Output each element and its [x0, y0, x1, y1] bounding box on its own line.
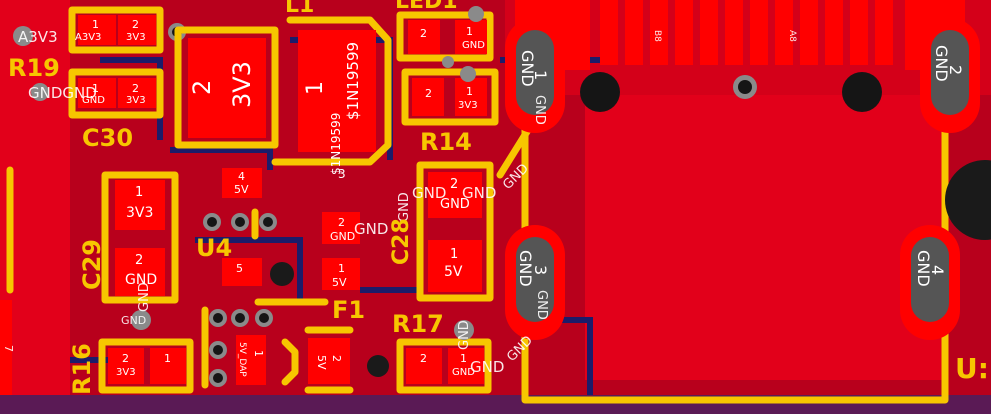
- u4-pin2: 2: [338, 216, 345, 229]
- r17-pin1-net: GND: [452, 367, 475, 378]
- connector-b8: B8: [652, 30, 662, 42]
- r16-pin2: 2: [122, 352, 129, 365]
- u4-pin1-net: 5V: [332, 276, 347, 289]
- usb-pad-2-label: 2: [946, 65, 965, 75]
- c30-label: C30: [82, 124, 133, 152]
- led-pin1: 1: [466, 25, 473, 38]
- l1-pin2: 2: [188, 80, 216, 95]
- led-label: LED1: [395, 0, 458, 14]
- usb-pad-gnd-b: GND: [534, 290, 549, 320]
- c29-group: 1 3V3 2 GND C29 GND GND: [78, 171, 179, 330]
- u4-pin4: 4: [238, 170, 245, 183]
- r19-pin2: 2: [132, 18, 139, 31]
- c30-pin1-net: GND: [82, 95, 105, 106]
- led-pin2: 2: [420, 27, 427, 40]
- f1-label: F1: [332, 296, 365, 324]
- c28-pin1-net: 5V: [444, 264, 463, 280]
- u4-gnd-text: GND: [354, 220, 388, 238]
- r19-pin1-net: A3V3: [75, 32, 101, 43]
- usb-shield-pads: [505, 18, 980, 340]
- usb-pad-4-net: GND: [914, 250, 933, 287]
- f1-pin2-net: 5V: [315, 355, 328, 370]
- c28-pin2: 2: [450, 177, 458, 192]
- c28-group: 2 GND 1 5V GND GND GND C28: [389, 161, 496, 302]
- usb-pad-1-net: GND: [518, 50, 537, 87]
- f1-pin1-net: 5V_DAP: [237, 342, 247, 377]
- led-r14-group: 2 1 GND LED1 2 1 3V3 R14: [395, 0, 499, 156]
- c28-gnd-b: GND: [462, 184, 496, 202]
- c28-pin1: 1: [450, 247, 458, 262]
- u4-group: 4 5V 2 GND GND 5 1 5V U4: [196, 168, 388, 290]
- u4-label: U4: [196, 234, 232, 262]
- f1-pin1: 1: [252, 350, 265, 357]
- r19-label: R19: [8, 54, 60, 82]
- usb-pad-2-net: GND: [932, 45, 951, 82]
- c28-gnd-c: GND: [397, 192, 412, 222]
- c29-label: C29: [78, 239, 106, 290]
- c28-label: C28: [389, 218, 414, 265]
- usb-pad-4-label: 4: [928, 265, 947, 275]
- u-right-label: U:: [955, 352, 989, 385]
- l1-pin1-net: $1N19599: [344, 42, 362, 120]
- r16-group: 2 3V3 1 R16: [68, 338, 194, 395]
- via-gndgnd: GNDGND: [28, 84, 97, 102]
- r16-pin2-net: 3V3: [116, 367, 136, 378]
- c28-gnd-a: GND: [412, 184, 446, 202]
- r16-label: R16: [68, 343, 96, 395]
- f1-group: F1 1 5V_DAP 2 5V: [201, 296, 389, 394]
- u4-pin1: 1: [338, 262, 345, 275]
- f1-pin2: 2: [330, 355, 343, 362]
- c30-pin1: 1: [92, 82, 99, 95]
- u4-pin2-net: GND: [330, 230, 355, 243]
- l1-pin2-net: 3V3: [228, 61, 256, 108]
- diode-net-2: $1N19599: [329, 113, 343, 175]
- l1-group: 2 3V3 1 $1N19599 $1N19599 3 L1: [174, 0, 392, 181]
- r17-label: R17: [392, 310, 444, 338]
- usb-pad-3-label: 3: [531, 265, 550, 275]
- r14-pin1-net: 3V3: [458, 100, 478, 111]
- r17-gnd-vertical: GND: [457, 320, 472, 350]
- r17-pin2: 2: [420, 352, 427, 365]
- r17-group: 2 1 GND R17 GND GND: [392, 310, 504, 394]
- left-edge-7: 7: [2, 345, 15, 352]
- via-a3v3: A3V3: [18, 28, 58, 46]
- diode-pin3: 3: [338, 167, 346, 181]
- via-gnd-c29: GND: [121, 314, 146, 327]
- r17-gnd-text: GND: [470, 358, 504, 376]
- connector-a8: A8: [787, 30, 797, 42]
- r19-pin2-net: 3V3: [126, 32, 146, 43]
- c30-pin2: 2: [132, 82, 139, 95]
- via-gnd-c29-b: GND: [137, 282, 152, 312]
- left-edge: 7: [0, 166, 15, 395]
- r19-pin1: 1: [92, 18, 99, 31]
- c29-pin2: 2: [135, 253, 143, 268]
- connector-holes: [580, 72, 991, 240]
- u4-pin5: 5: [236, 262, 243, 275]
- r19-c30-group: 1 A3V3 2 3V3 1 GND 2 3V3 A3V3 GNDGND R19…: [8, 6, 186, 152]
- usb-connector-fingers: [515, 0, 965, 70]
- c28-pin2-net: GND: [440, 197, 470, 212]
- c30-pin2-net: 3V3: [126, 95, 146, 106]
- c29-pin1: 1: [135, 185, 143, 200]
- r16-pin1: 1: [164, 352, 171, 365]
- r14-pin1: 1: [466, 85, 473, 98]
- r17-pin1: 1: [460, 352, 467, 365]
- led-pin1-net: GND: [462, 40, 485, 51]
- l1-label: L1: [285, 0, 314, 18]
- c29-pin1-net: 3V3: [126, 205, 153, 221]
- r14-label: R14: [420, 128, 472, 156]
- usb-pad-1-label: 1: [531, 70, 550, 80]
- c29-pin2-net: GND: [125, 272, 157, 288]
- connector-shield-pour: [585, 70, 945, 380]
- l1-pin1: 1: [303, 81, 328, 95]
- u4-pin4-net: 5V: [234, 183, 249, 196]
- usb-pad-3-net: GND: [516, 250, 535, 287]
- r14-pin2: 2: [425, 87, 432, 100]
- usb-pad-gnd-a: GND: [532, 95, 547, 125]
